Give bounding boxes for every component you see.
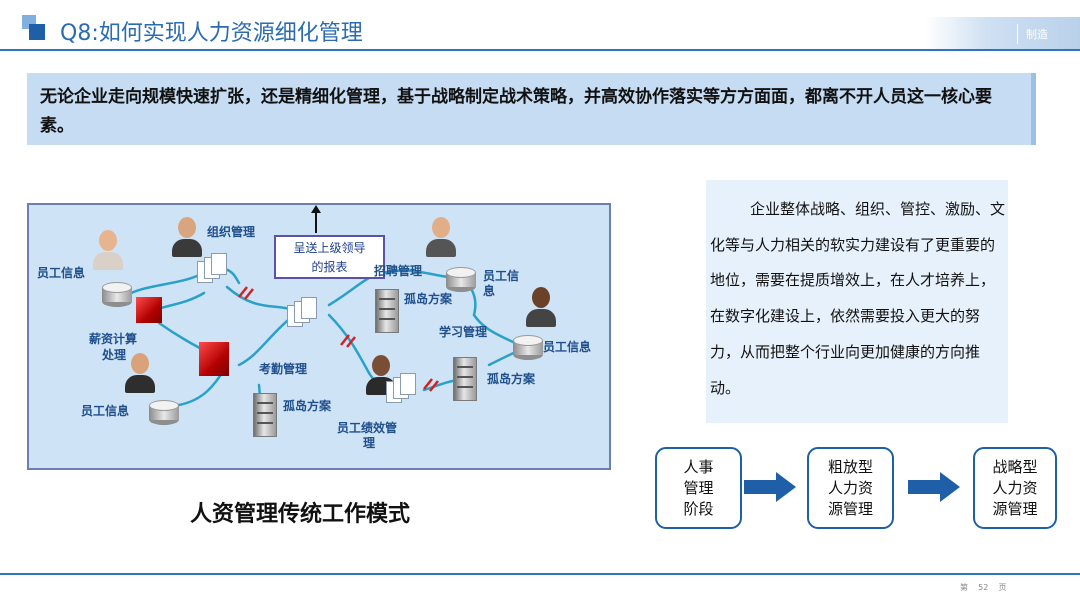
label-org-mgmt: 组织管理 (207, 225, 255, 240)
report-arrow-head (311, 205, 321, 213)
flow-arrow-icon (744, 472, 798, 502)
diagram-caption: 人资管理传统工作模式 (190, 496, 410, 528)
label-recruit-mgmt: 招聘管理 (374, 264, 422, 279)
label-learning-mgmt: 学习管理 (439, 325, 487, 340)
label-perf-mgmt: 员工绩效管 (337, 421, 397, 436)
flow-step-line: 管理 (683, 478, 713, 499)
employee-avatar (93, 230, 123, 270)
database-icon (446, 267, 476, 291)
report-box: 呈送上级领导 的报表 (274, 235, 385, 279)
server-icon (453, 357, 477, 401)
label-emp-info: 员工信息 (543, 340, 591, 355)
slide-title: Q8:如何实现人力资源细化管理 (60, 15, 363, 47)
label-island: 孤岛方案 (283, 399, 331, 414)
label-island: 孤岛方案 (404, 292, 452, 307)
database-icon (149, 400, 179, 424)
report-label-line1: 呈送上级领导 (276, 239, 383, 258)
red-cube-icon (136, 297, 162, 323)
link-cube2-center (239, 315, 294, 365)
header-tag: 制造 (1026, 26, 1048, 42)
page-prefix: 第 (960, 583, 968, 592)
header-tag-divider (1017, 24, 1018, 44)
header-logo-square-dark (29, 24, 45, 40)
database-icon (102, 282, 132, 306)
server-icon (253, 393, 277, 437)
page-suffix: 页 (999, 583, 1007, 592)
flow-step-line: 人力资 (992, 478, 1037, 499)
label-salary: 薪资计算 (89, 332, 137, 347)
documents-icon (287, 297, 317, 331)
server-icon (375, 289, 399, 333)
break-mark (341, 335, 349, 345)
break-mark (245, 289, 253, 299)
database-icon (513, 335, 543, 359)
traditional-hr-diagram: 呈送上级领导 的报表 组织管理 招聘管理 员工信息 员工信 息 孤岛方案 薪资计… (27, 203, 611, 470)
label-attendance-mgmt: 考勤管理 (259, 362, 307, 377)
break-mark (239, 287, 247, 297)
flow-step-extensive: 粗放型人力资源管理 (807, 447, 894, 529)
flow-step-line: 源管理 (992, 499, 1037, 520)
label-emp-info: 员工信息 (81, 404, 129, 419)
flow-arrow-icon (908, 472, 962, 502)
label-perf-mgmt: 理 (363, 436, 375, 451)
flow-step-line: 人事 (683, 457, 713, 478)
employee-avatar (125, 353, 155, 393)
label-emp-info: 息 (483, 284, 495, 299)
employee-avatar (426, 217, 456, 257)
flow-step-personnel: 人事管理阶段 (655, 447, 742, 529)
flow-step-strategic: 战略型人力资源管理 (973, 447, 1057, 529)
label-emp-info: 员工信 (483, 269, 519, 284)
documents-icon (386, 373, 416, 407)
header-tag-band (925, 17, 1080, 49)
flow-step-line: 源管理 (828, 499, 873, 520)
link-center-recruit (329, 275, 374, 305)
footer-rule (0, 573, 1080, 575)
link-empinfo-org (125, 275, 199, 297)
flow-step-line: 人力资 (828, 478, 873, 499)
intro-text: 无论企业走向规模快速扩张，还是精细化管理，基于战略制定战术策略，并高效协作落实等… (40, 83, 1020, 141)
documents-icon (197, 253, 227, 287)
flow-step-line: 战略型 (992, 457, 1037, 478)
intro-box-accent (1031, 73, 1036, 145)
description-text: 企业整体战略、组织、管控、激励、文化等与人力相关的软实力建设有了更重要的地位，需… (710, 192, 1006, 406)
page-number: 第 52 页 (960, 582, 1007, 593)
employee-avatar (526, 287, 556, 327)
header-rule (0, 49, 1080, 51)
report-label-line2: 的报表 (276, 258, 383, 277)
label-salary: 处理 (102, 348, 126, 363)
page-number-value: 52 (978, 583, 988, 592)
red-cube-icon (199, 342, 229, 376)
flow-step-line: 阶段 (683, 499, 713, 520)
flow-step-line: 粗放型 (828, 457, 873, 478)
employee-avatar (172, 217, 202, 257)
label-emp-info: 员工信息 (37, 266, 85, 281)
label-island: 孤岛方案 (487, 372, 535, 387)
